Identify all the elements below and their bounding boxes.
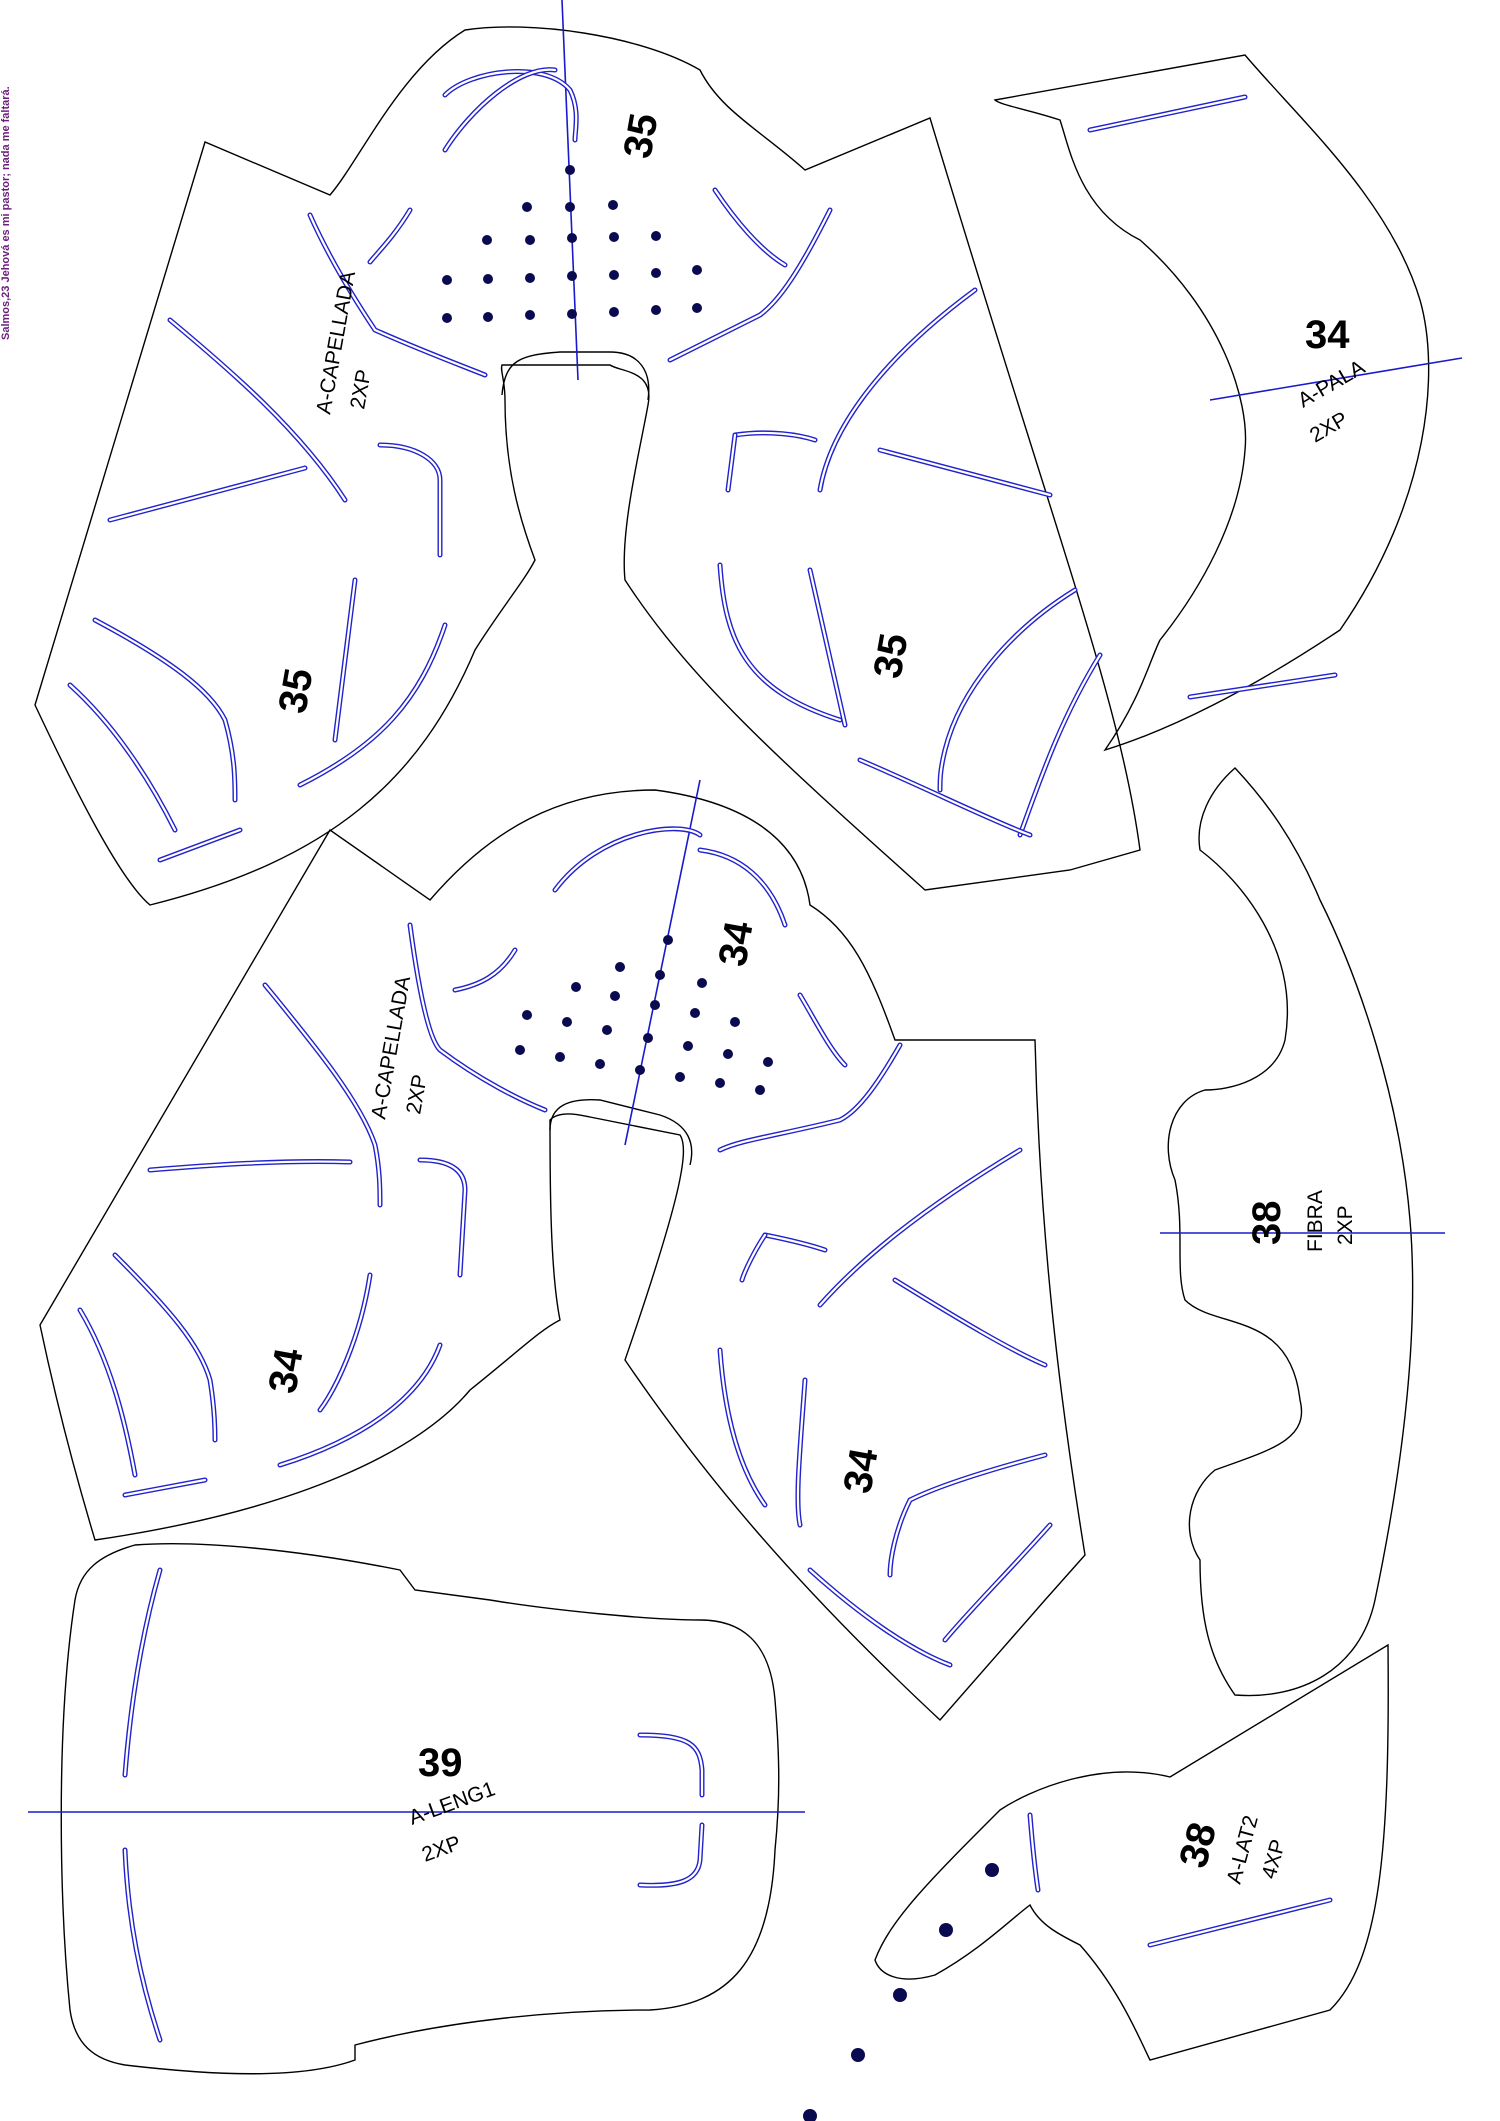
capellada-34-seams [77, 826, 1053, 1668]
capellada-34-outline [39, 789, 1086, 1722]
piece-fibra: 38 FIBRA 2XP [1160, 767, 1445, 1697]
pala-size: 34 [1305, 313, 1350, 357]
capellada-35-punch-dots [442, 165, 702, 323]
leng1-seams [122, 1567, 705, 2043]
lat2-seams [1027, 1812, 1333, 1948]
leng1-size: 39 [418, 1741, 463, 1785]
fibra-qty: 2XP [1334, 1205, 1357, 1245]
lat2-size: 38 [1171, 1818, 1225, 1872]
pala-seams [1087, 94, 1338, 700]
leng1-qty: 2XP [419, 1832, 464, 1867]
fibra-name: FIBRA [1304, 1190, 1327, 1252]
pala-outline [993, 54, 1430, 752]
lat2-punch-dots [803, 1863, 999, 2121]
pala-axis [1209, 357, 1463, 401]
leng1-outline [60, 1543, 780, 2075]
capellada-35-qty: 2XP [346, 368, 376, 411]
capellada-35-size-left: 35 [271, 665, 322, 716]
capellada-35-seams [67, 67, 1103, 863]
capellada-34-size-left: 34 [261, 1344, 312, 1396]
capellada-35-outline [34, 26, 1141, 906]
piece-capellada-35: 35 35 35 A-CAPELLADA 2XP [34, 0, 1141, 906]
lat2-qty: 4XP [1258, 1837, 1290, 1881]
capellada-35-axis [561, 0, 579, 381]
piece-leng1: 39 A-LENG1 2XP [28, 1543, 805, 2075]
capellada-34-punch-dots [515, 935, 773, 1095]
capellada-34-size-top: 34 [711, 917, 762, 969]
lat2-outline [874, 1643, 1389, 2061]
fibra-outline [1167, 767, 1414, 1697]
piece-pala: 34 A-PALA 2XP [993, 54, 1463, 752]
capellada-35-size-right: 35 [866, 630, 917, 681]
capellada-34-throat [549, 1098, 693, 1166]
pala-qty: 2XP [1306, 408, 1352, 448]
capellada-35-size-top: 35 [616, 110, 667, 161]
capellada-34-qty: 2XP [402, 1073, 432, 1116]
leng1-name: A-LENG1 [406, 1777, 498, 1829]
capellada-34-axis [624, 779, 701, 1146]
piece-capellada-34: 34 34 34 A-CAPELLADA 2XP [39, 779, 1086, 1722]
piece-lat2: 38 A-LAT2 4XP [803, 1643, 1389, 2121]
fibra-size: 38 [1245, 1201, 1289, 1246]
capellada-34-size-right: 34 [836, 1444, 887, 1496]
capellada-35-throat [501, 351, 650, 401]
